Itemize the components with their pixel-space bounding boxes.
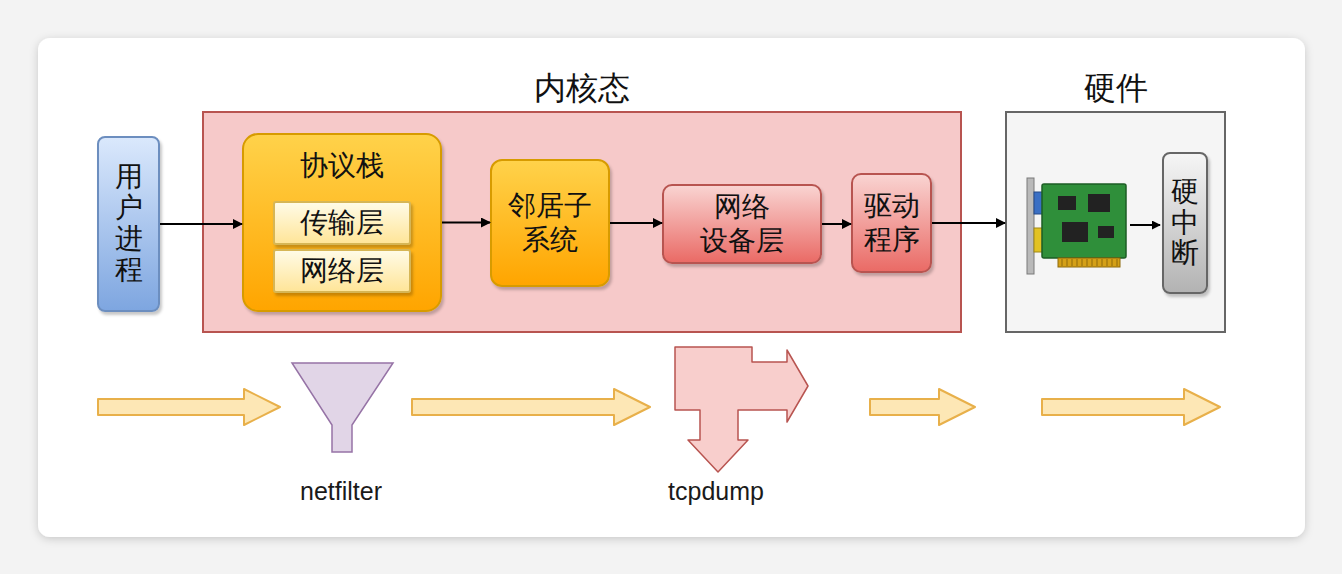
connector-pin	[1077, 259, 1078, 266]
box-label: 网络 设备层	[696, 190, 788, 257]
connector-pin	[1107, 259, 1108, 266]
card-bracket	[1027, 178, 1034, 274]
subsystem-box: 邻居子 系统	[490, 159, 610, 287]
flow-arrows	[98, 389, 1220, 425]
tool-label: netfilter	[300, 476, 382, 506]
flow-connector	[932, 222, 1005, 224]
box-label: 邻居子 系统	[504, 189, 596, 256]
flow-connector	[822, 223, 851, 225]
connector-pin	[1102, 259, 1103, 266]
chip	[1098, 226, 1114, 238]
box-label: 硬中断	[1171, 177, 1199, 269]
region-heading-holder: 内核态	[164, 69, 1000, 107]
kernel-region: 内核态协议栈传输层网络层邻居子 系统网络 设备层驱动 程序	[202, 111, 962, 333]
connector-pin	[1082, 259, 1083, 266]
flow-connector	[610, 222, 662, 224]
connector-pin	[1112, 259, 1113, 266]
box-heading: 协议栈	[244, 149, 440, 183]
connector-pin	[1067, 259, 1068, 266]
label-holder: tcpdump	[606, 476, 826, 506]
netfilter-funnel	[292, 363, 393, 452]
tcpdump-tap	[675, 347, 808, 472]
box-label: 传输层	[300, 206, 384, 240]
connector-pin	[1117, 259, 1118, 266]
flow-arrow	[98, 389, 280, 425]
stack-box: 协议栈传输层网络层	[242, 133, 442, 312]
interrupt-box: 硬中断	[1162, 152, 1208, 294]
connector-pin	[1062, 259, 1063, 266]
device-layer-box: 网络 设备层	[662, 184, 822, 264]
connector-pin	[1097, 259, 1098, 266]
process-box: 用户进程	[97, 136, 160, 312]
region-title: 硬件	[1084, 69, 1148, 107]
label-holder: netfilter	[231, 476, 451, 506]
region-title: 内核态	[534, 69, 630, 107]
connector-pin	[1087, 259, 1088, 266]
layer-box: 网络层	[273, 249, 411, 293]
flow-connector	[442, 222, 490, 224]
edge-connector	[1058, 258, 1120, 267]
flow-arrow	[1042, 389, 1220, 425]
tool-label: tcpdump	[668, 476, 764, 506]
chip	[1088, 194, 1110, 212]
flow-connector	[160, 223, 242, 225]
region-heading-holder: 硬件	[967, 69, 1264, 107]
chip	[1058, 196, 1076, 210]
card	[38, 38, 1305, 537]
flow-arrow	[412, 389, 650, 425]
connector-pin	[1072, 259, 1073, 266]
chip	[1062, 222, 1088, 242]
card-to-interrupt-arrow	[1130, 224, 1160, 226]
connector-pin	[1092, 259, 1093, 266]
box-label: 网络层	[300, 254, 384, 288]
circuit-board	[1042, 184, 1126, 258]
box-label: 用户进程	[115, 162, 143, 285]
driver-box: 驱动 程序	[851, 173, 932, 273]
box-heading-holder: 协议栈	[244, 149, 440, 183]
layer-box: 传输层	[273, 201, 411, 245]
flow-arrow	[870, 389, 975, 425]
box-label: 驱动 程序	[853, 189, 930, 256]
